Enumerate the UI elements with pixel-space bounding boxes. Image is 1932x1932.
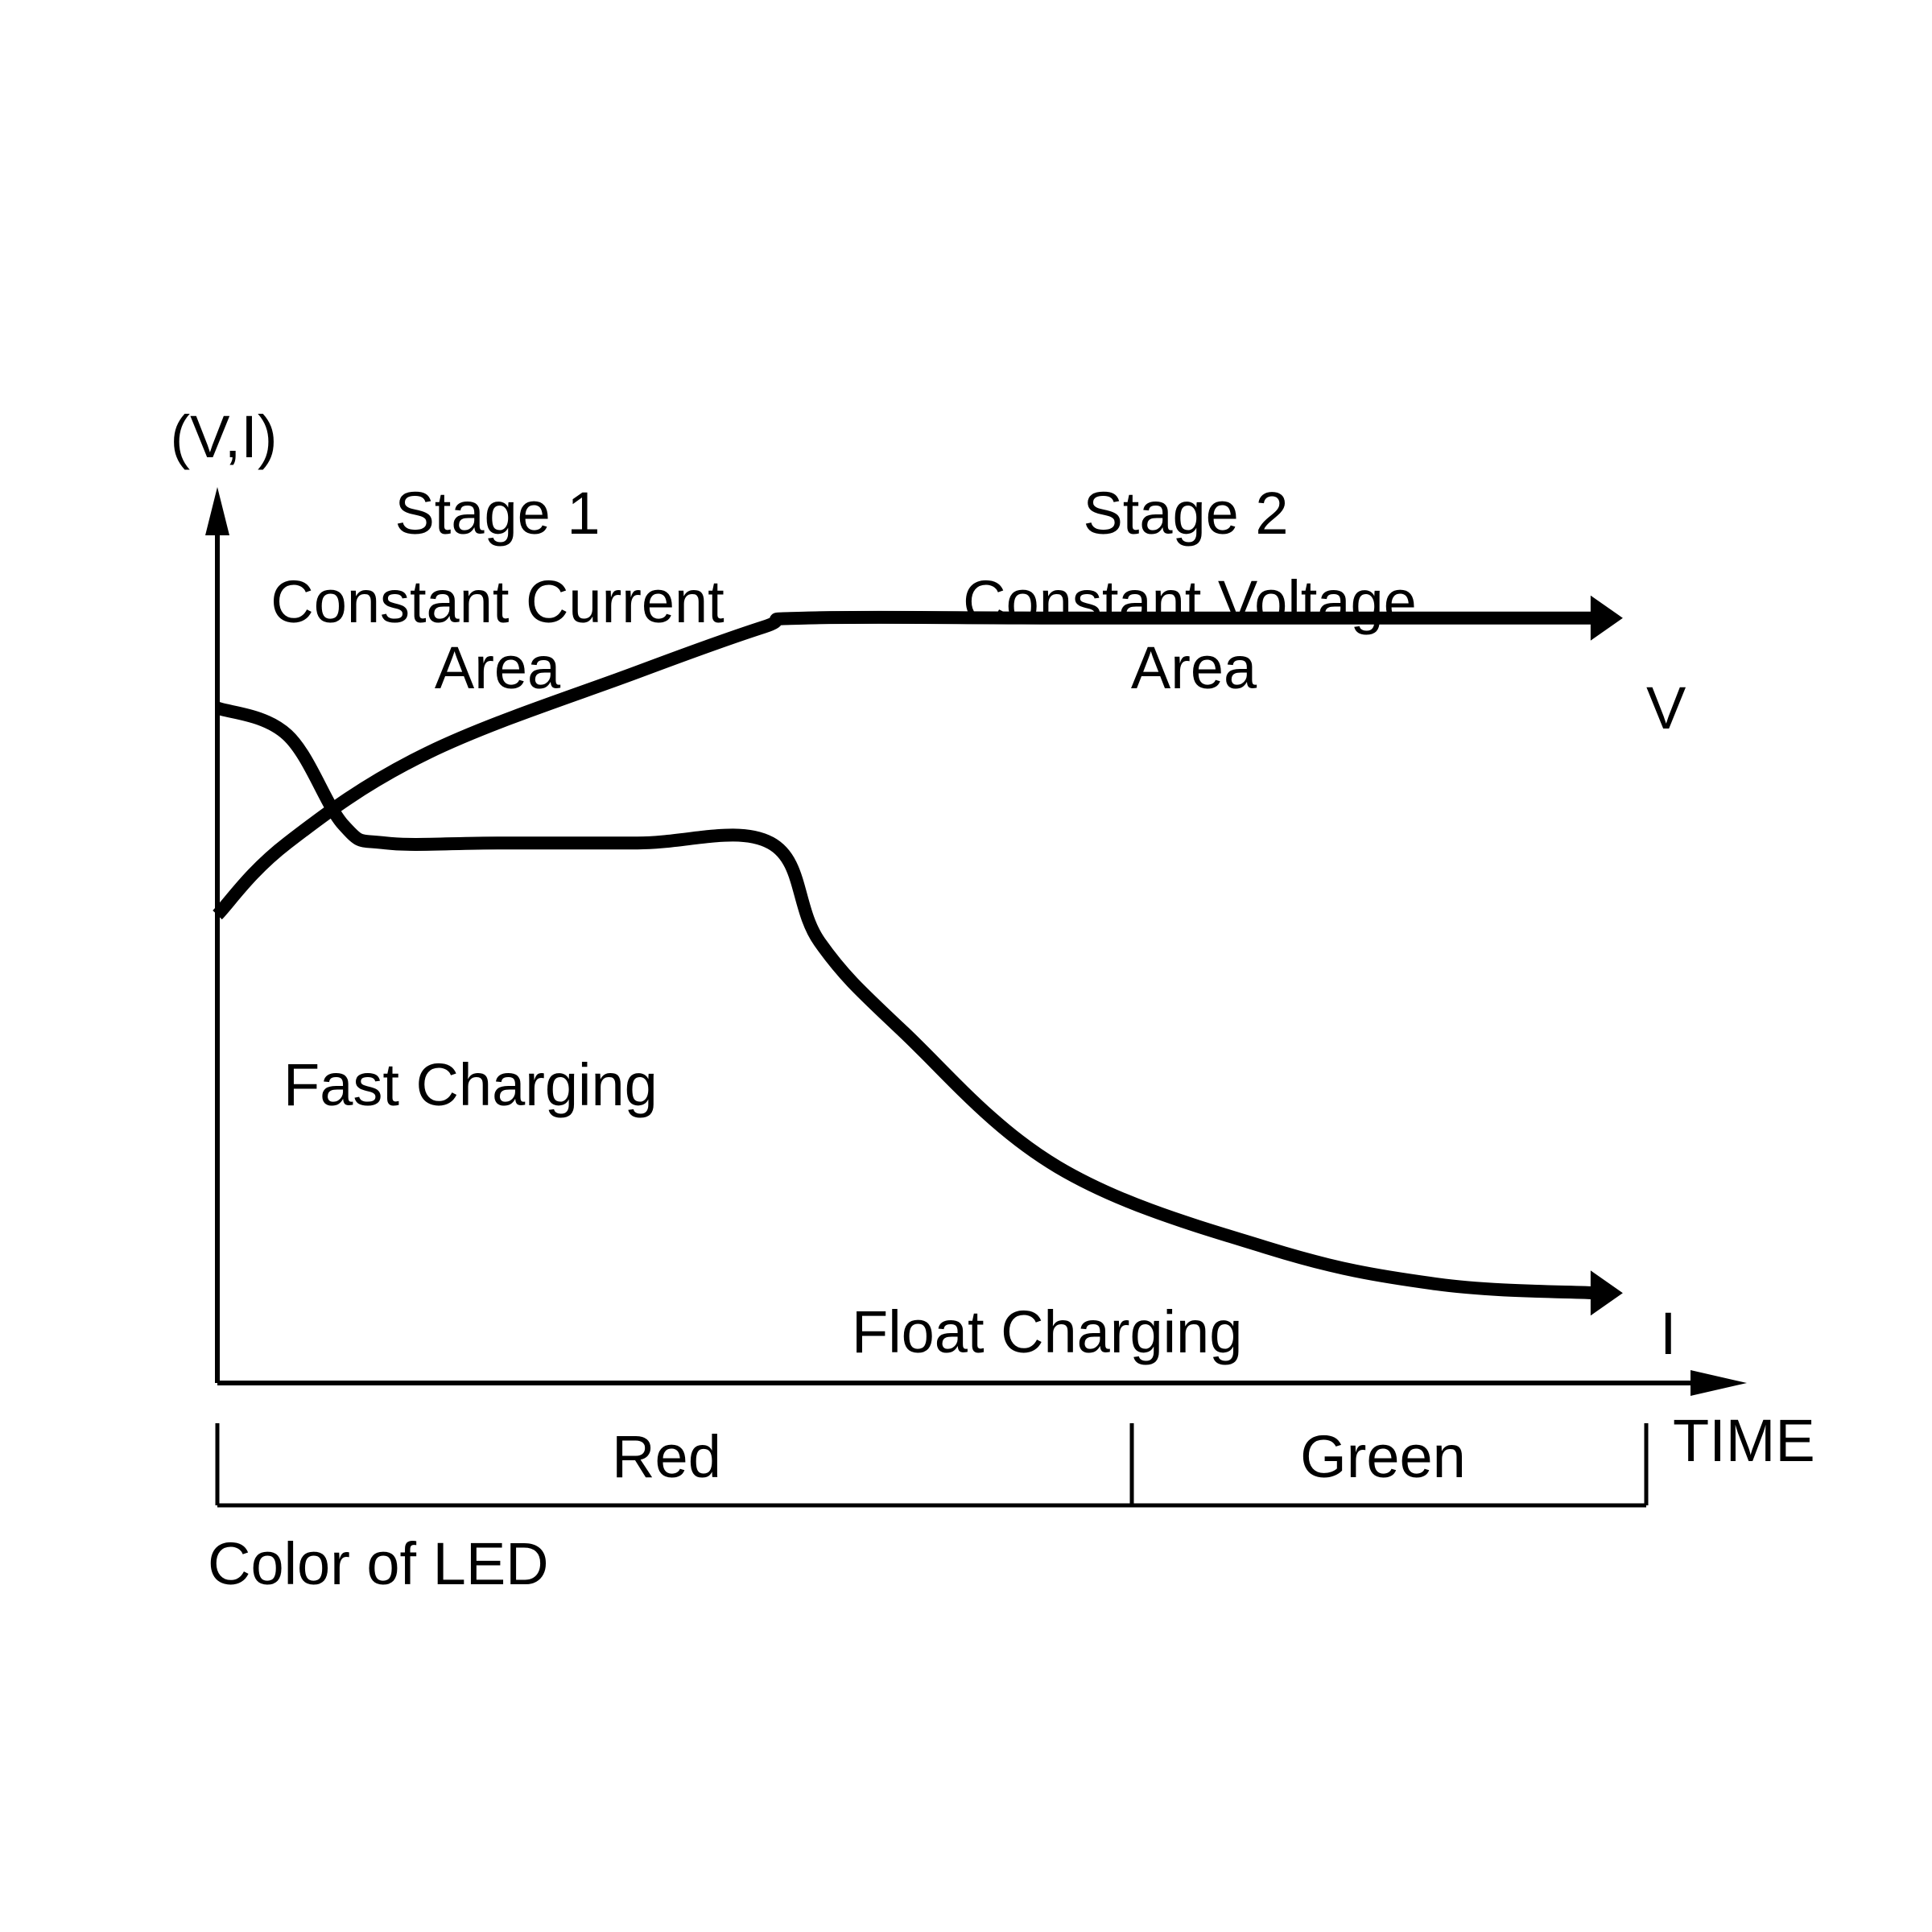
x-axis-arrowhead — [1690, 1370, 1747, 1396]
stage-1-subtitle-line2: Area — [435, 634, 561, 701]
x-axis-label: TIME — [1673, 1407, 1815, 1474]
stage-2-subtitle-line1: Constant Voltage — [963, 568, 1417, 635]
y-axis-label: (V,I) — [171, 403, 278, 470]
float-charging-label: Float Charging — [852, 1298, 1242, 1365]
series-i-arrowhead — [1590, 1270, 1623, 1316]
stage-2-title: Stage 2 — [1083, 480, 1288, 547]
led-color-bracket — [215, 1423, 1649, 1508]
series-group — [213, 595, 1623, 1316]
series-v-line — [213, 610, 1597, 920]
fast-charging-label: Fast Charging — [283, 1051, 658, 1118]
series-v-label: V — [1646, 675, 1686, 741]
y-axis-arrowhead — [205, 487, 229, 535]
led-segment-red-label: Red — [612, 1423, 721, 1490]
series-i-label: I — [1660, 1300, 1677, 1367]
led-segment-green-label: Green — [1300, 1423, 1466, 1490]
series-i-line — [215, 701, 1598, 1300]
stage-1-subtitle-line1: Constant Current — [270, 568, 724, 635]
led-title: Color of LED — [208, 1530, 549, 1597]
stage-1-title: Stage 1 — [394, 480, 600, 547]
stage-2-subtitle-line2: Area — [1131, 634, 1257, 701]
series-v-arrowhead — [1590, 595, 1623, 641]
